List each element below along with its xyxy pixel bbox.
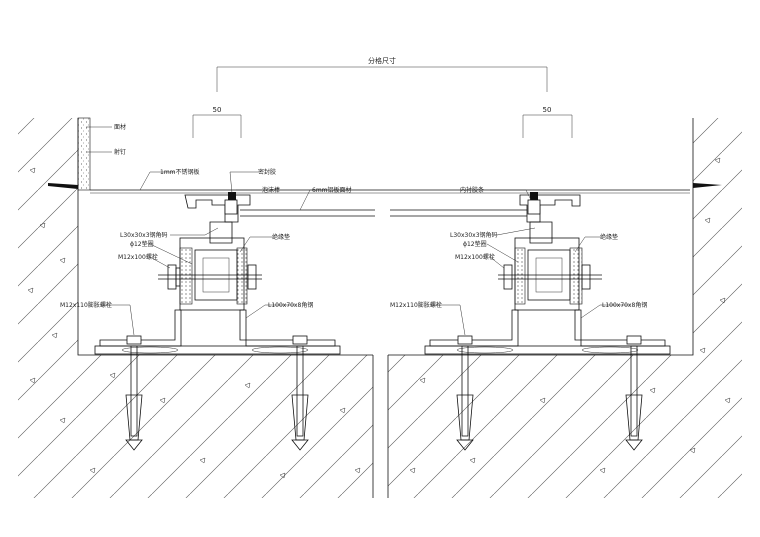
concrete-hatching-left [18,118,373,498]
label-pad-left: 绝缘垫 [272,233,290,241]
label-fixing: 射钉 [114,148,126,156]
right-anchor-assembly [424,192,671,451]
label-steel-plate: 1mm不锈钢板 [160,168,200,176]
label-inner-sealant: 内衬胶条 [460,186,484,194]
concrete-hatching-right [388,118,742,498]
label-aluminum-panel: 6mm铝板面材 [312,186,352,194]
left-anchor-assembly [94,192,341,451]
label-bolt-left: M12x100螺栓 [118,253,158,261]
label-anchor-left: M12x110膨胀螺栓 [60,301,112,309]
label-washer-right: ϕ12垫圈 [463,240,487,248]
structure-outline [77,118,694,498]
overall-gap-dimension: 分格尺寸 [368,56,396,65]
label-sealant: 密封胶 [258,168,276,176]
label-angle-right: L30x30x3钢角码 [450,231,498,239]
label-bolt-right: M12x100螺栓 [455,253,495,261]
dimension-lines [192,66,573,138]
left-offset-dimension: 50 [213,106,222,114]
label-angle-left: L30x30x3钢角码 [120,231,168,239]
label-anchor-right: M12x110膨胀螺栓 [390,301,442,309]
label-pad-right: 绝缘垫 [600,233,618,241]
label-facing: 面材 [114,123,126,131]
label-bracket-left: L100x70x8角钢 [268,301,313,309]
right-offset-dimension: 50 [543,106,552,114]
wall-finish-layer [77,117,91,191]
label-washer-left: ϕ12垫圈 [130,240,154,248]
label-foam-rod: 泡沫棒 [262,186,280,194]
leader-lines [86,126,630,336]
cover-plates [48,183,722,217]
label-bracket-right: L100x70x8角钢 [602,301,647,309]
